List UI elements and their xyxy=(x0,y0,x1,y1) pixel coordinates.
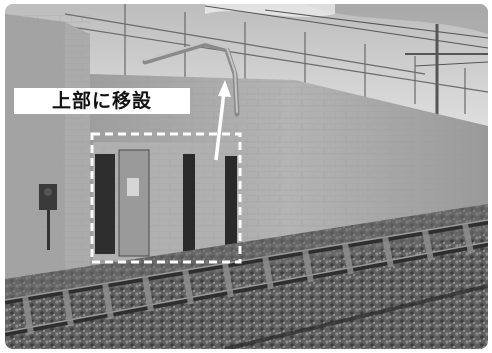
highlight-box xyxy=(90,132,242,264)
photograph xyxy=(5,4,488,349)
electrical-box xyxy=(39,184,57,250)
railway-track xyxy=(5,219,488,337)
shed-door-middle xyxy=(183,154,195,254)
upward-arrow xyxy=(214,80,231,161)
equipment-shed xyxy=(93,142,243,260)
relocation-caption: 上部に移設 xyxy=(14,88,190,114)
clouds xyxy=(305,4,488,34)
railway-scene xyxy=(5,4,488,349)
shed-door-left xyxy=(95,154,115,254)
foreground-track xyxy=(224,284,488,349)
shed-door-main xyxy=(118,149,150,257)
shed-door-right xyxy=(225,156,237,254)
